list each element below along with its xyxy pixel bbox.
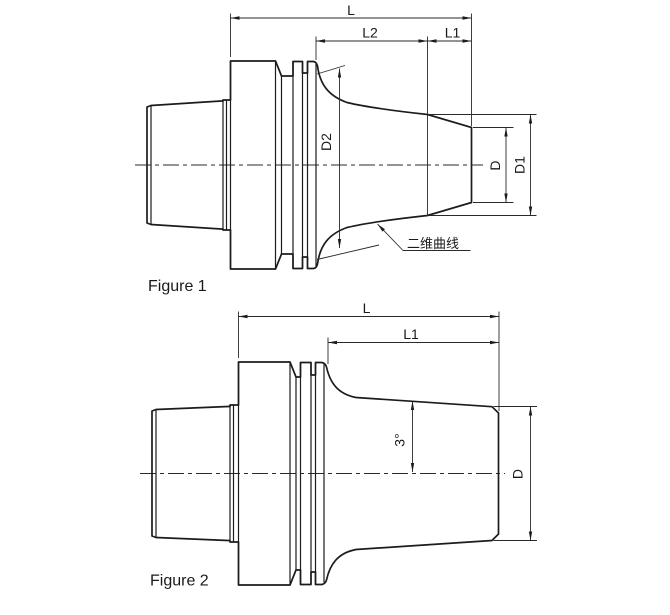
fig1-label-D: D (487, 160, 503, 170)
figure-2-drawing: L L1 3° D Figure 2 (140, 300, 537, 590)
fig1-internal-edges (150, 60, 317, 270)
fig1-caption: Figure 1 (148, 278, 207, 295)
fig1-label-L1: L1 (445, 25, 461, 41)
fig1-label-D1: D1 (512, 156, 528, 174)
fig1-label-L: L (347, 2, 355, 18)
fig1-dimension-L: L (230, 2, 472, 126)
fig2-label-angle: 3° (392, 433, 408, 446)
fig1-dimension-D: D (473, 127, 514, 203)
figure-1-drawing: L L2 L1 D2 D D1 (135, 2, 537, 295)
fig1-body-outline (146, 60, 473, 270)
fig2-dimension-angle: 3° (392, 401, 415, 472)
fig1-dimension-L2-L1: L2 L1 (315, 25, 472, 216)
fig1-curve-annotation: 二维曲线 (377, 223, 471, 251)
fig1-dimension-D1: D1 (429, 114, 537, 216)
fig2-label-L1: L1 (403, 326, 419, 342)
fig2-label-L: L (363, 300, 371, 316)
fig2-dimension-L1: L1 (327, 326, 499, 364)
fig2-caption: Figure 2 (150, 573, 209, 590)
fig1-label-curve: 二维曲线 (407, 236, 459, 251)
fig1-label-L2: L2 (362, 25, 378, 41)
fig2-dimension-D: D (493, 406, 537, 541)
fig1-dimension-D2: D2 (316, 65, 380, 260)
fig2-internal-edges (155, 361, 325, 586)
fig2-label-D: D (510, 469, 526, 479)
fig2-dimension-L: L (238, 300, 500, 411)
fig1-label-D2: D2 (318, 133, 334, 151)
